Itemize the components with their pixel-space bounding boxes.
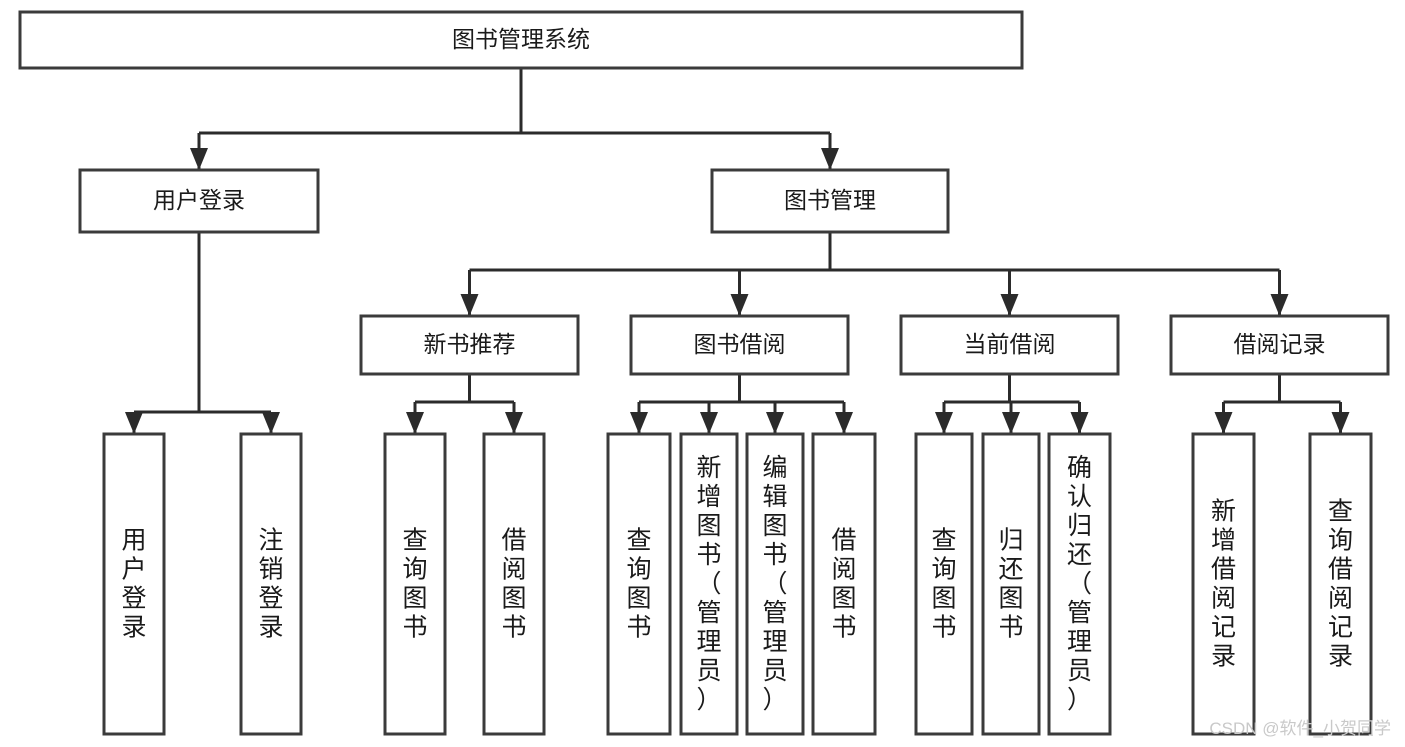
connector-book-borrow-leaf-edit-book-arrowhead: [766, 412, 784, 434]
connector-user-login-leaf-user-logout-arrowhead: [262, 412, 280, 434]
leaf-leaf-query-book-cur-box[interactable]: [914, 432, 974, 736]
node-root[interactable]: 图书管理系统: [18, 10, 1024, 70]
leaf-leaf-borrow-book-box[interactable]: [811, 432, 877, 736]
node-book-manage-box[interactable]: [710, 168, 950, 234]
connector-new-book-rec-leaf-borrow-book-rec-arrowhead: [505, 412, 523, 434]
connector-current-borrow-leaf-query-book-cur-arrowhead: [935, 412, 953, 434]
connector-book-borrow-leaf-borrow-book-arrowhead: [835, 412, 853, 434]
leaf-leaf-add-record[interactable]: 新增借阅记录: [1191, 432, 1256, 736]
connector-book-borrow-leaf-query-book-borrow-arrowhead: [630, 412, 648, 434]
node-new-book-rec-label: 新书推荐: [424, 331, 516, 357]
csdn-watermark: CSDN @软件_小贺同学: [1209, 719, 1391, 738]
connector-root-user-login-arrowhead: [190, 148, 208, 170]
leaf-leaf-edit-book-label: 编辑图书（管理员）: [762, 454, 787, 714]
leaf-leaf-add-record-box[interactable]: [1191, 432, 1256, 736]
leaf-leaf-query-record[interactable]: 查询借阅记录: [1308, 432, 1373, 736]
connector-user-login-leaf-user-login-arrowhead: [125, 412, 143, 434]
node-book-borrow-box[interactable]: [629, 314, 850, 376]
leaf-leaf-query-book-borrow-box[interactable]: [606, 432, 672, 736]
node-new-book-rec[interactable]: 新书推荐: [359, 314, 580, 376]
connector-current-borrow-leaf-confirm-return-arrowhead: [1070, 412, 1089, 434]
leaf-leaf-borrow-book-rec-label: 借阅图书: [501, 527, 526, 642]
leaf-leaf-user-login-label: 用户登录: [121, 527, 146, 642]
connector-book-manage-borrow-record-arrowhead: [1270, 294, 1289, 316]
connector-layer: [125, 68, 1350, 434]
connector-current-borrow-leaf-return-book-arrowhead: [1002, 412, 1020, 434]
leaf-leaf-borrow-book-rec[interactable]: 借阅图书: [482, 432, 546, 736]
connector-book-manage-current-borrow-arrowhead: [1000, 294, 1019, 316]
leaf-leaf-borrow-book-label: 借阅图书: [831, 527, 856, 642]
node-current-borrow-label: 当前借阅: [964, 331, 1056, 357]
connector-new-book-rec-leaf-query-book-rec-arrowhead: [406, 412, 424, 434]
node-borrow-record[interactable]: 借阅记录: [1169, 314, 1390, 376]
leaf-leaf-query-book-borrow-label: 查询图书: [626, 527, 651, 642]
node-user-login-box[interactable]: [78, 168, 320, 234]
leaf-leaf-add-book-label: 新增图书（管理员）: [696, 454, 721, 714]
connector-book-manage-book-borrow-arrowhead: [730, 294, 749, 316]
leaf-leaf-query-record-label: 查询借阅记录: [1328, 498, 1353, 671]
leaf-leaf-query-book-cur-label: 查询图书: [931, 527, 956, 642]
leaf-leaf-return-book[interactable]: 归还图书: [981, 432, 1041, 736]
node-book-manage-label: 图书管理: [784, 187, 876, 213]
leaf-leaf-confirm-return[interactable]: 确认归还（管理员）: [1047, 432, 1112, 736]
connector-borrow-record-leaf-query-record-arrowhead: [1331, 412, 1350, 434]
leaf-leaf-query-book-rec[interactable]: 查询图书: [383, 432, 447, 736]
leaf-leaf-user-logout[interactable]: 注销登录: [239, 432, 303, 736]
leaf-leaf-user-logout-label: 注销登录: [258, 527, 283, 642]
connector-borrow-record-leaf-add-record-arrowhead: [1214, 412, 1233, 434]
connector-book-manage-new-book-rec-arrowhead: [460, 294, 479, 316]
leaf-leaf-return-book-box[interactable]: [981, 432, 1041, 736]
node-book-manage[interactable]: 图书管理: [710, 168, 950, 234]
node-borrow-record-label: 借阅记录: [1234, 331, 1326, 357]
leaf-leaf-confirm-return-label: 确认归还（管理员）: [1067, 454, 1092, 714]
node-book-borrow-label: 图书借阅: [694, 331, 786, 357]
leaf-leaf-edit-book[interactable]: 编辑图书（管理员）: [745, 432, 805, 736]
leaf-leaf-add-book-box[interactable]: [679, 432, 739, 736]
node-new-book-rec-box[interactable]: [359, 314, 580, 376]
node-layer: 图书管理系统用户登录图书管理新书推荐图书借阅当前借阅借阅记录用户登录注销登录查询…: [18, 10, 1390, 736]
node-book-borrow[interactable]: 图书借阅: [629, 314, 850, 376]
leaf-leaf-user-login-box[interactable]: [102, 432, 166, 736]
leaf-leaf-query-book-rec-box[interactable]: [383, 432, 447, 736]
leaf-leaf-confirm-return-box[interactable]: [1047, 432, 1112, 736]
leaf-leaf-return-book-label: 归还图书: [998, 527, 1023, 642]
leaf-leaf-add-record-label: 新增借阅记录: [1211, 498, 1236, 671]
connector-root-book-manage-arrowhead: [821, 148, 839, 170]
connector-book-borrow-leaf-add-book-arrowhead: [700, 412, 718, 434]
leaf-leaf-user-login[interactable]: 用户登录: [102, 432, 166, 736]
leaf-leaf-query-book-borrow[interactable]: 查询图书: [606, 432, 672, 736]
leaf-leaf-query-record-box[interactable]: [1308, 432, 1373, 736]
leaf-leaf-query-book-rec-label: 查询图书: [402, 527, 427, 642]
node-user-login[interactable]: 用户登录: [78, 168, 320, 234]
leaf-leaf-add-book[interactable]: 新增图书（管理员）: [679, 432, 739, 736]
leaf-leaf-user-logout-box[interactable]: [239, 432, 303, 736]
node-borrow-record-box[interactable]: [1169, 314, 1390, 376]
node-current-borrow[interactable]: 当前借阅: [899, 314, 1120, 376]
leaf-leaf-borrow-book[interactable]: 借阅图书: [811, 432, 877, 736]
node-root-label: 图书管理系统: [452, 26, 590, 52]
node-user-login-label: 用户登录: [153, 187, 245, 213]
leaf-leaf-query-book-cur[interactable]: 查询图书: [914, 432, 974, 736]
leaf-leaf-borrow-book-rec-box[interactable]: [482, 432, 546, 736]
node-root-box[interactable]: [18, 10, 1024, 70]
node-current-borrow-box[interactable]: [899, 314, 1120, 376]
leaf-leaf-edit-book-box[interactable]: [745, 432, 805, 736]
